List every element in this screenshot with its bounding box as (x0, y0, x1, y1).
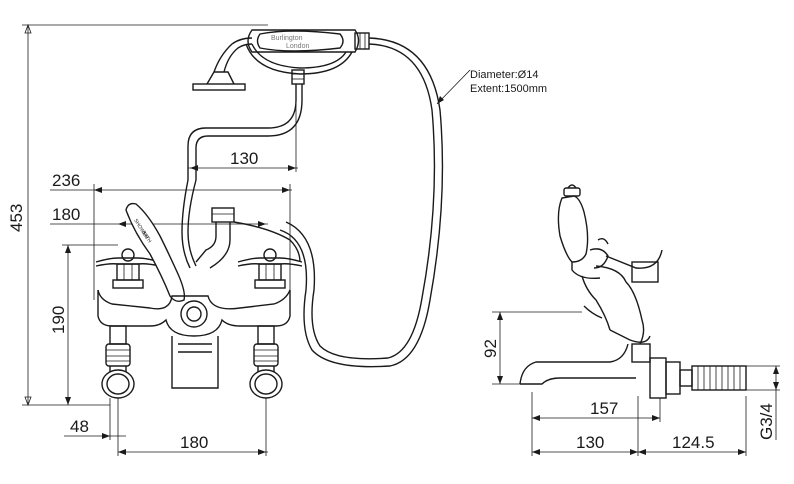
dimension-side-157: 157 (531, 392, 661, 456)
width-236-label: 236 (52, 171, 80, 190)
hose-offset-label: 130 (230, 149, 258, 168)
dimension-total-height: 453 (7, 23, 268, 407)
dimension-offset-48: 48 (64, 398, 126, 440)
total-height-label: 453 (7, 204, 26, 232)
dimension-width-180-top: 180 (50, 205, 268, 227)
tap-front-view: SHOWER BATH (95, 202, 303, 399)
width-180-top-label: 180 (52, 205, 80, 224)
handset-place: London (286, 43, 309, 50)
centers-180-label: 180 (180, 433, 208, 452)
hose-extent: Extent:1500mm (470, 83, 547, 95)
dimension-hose-offset: 130 (188, 90, 298, 172)
side-157-label: 157 (590, 399, 618, 418)
dimension-side-height-92: 92 (481, 311, 582, 385)
dimension-centers-180: 180 (117, 398, 268, 456)
tap-side-view (519, 184, 747, 399)
handset-brand: Burlington (271, 35, 303, 42)
dimension-height-190: 190 (49, 244, 118, 405)
hose-diameter: Diameter:Ø14 (470, 69, 538, 81)
height-190-label: 190 (49, 306, 68, 334)
shower-hose (279, 37, 444, 368)
dimension-side-bottom: 130 124.5 (532, 396, 747, 456)
thread-label: G3/4 (757, 403, 776, 440)
side-124-5-label: 124.5 (672, 433, 715, 452)
side-height-92-label: 92 (481, 339, 500, 358)
offset-48-label: 48 (70, 417, 89, 436)
dimension-thread: G3/4 (746, 365, 780, 440)
side-130-label: 130 (576, 433, 604, 452)
cradle-riser (181, 84, 303, 269)
dimension-width-236: 236 (50, 171, 292, 300)
shower-handset: Burlington London (192, 29, 370, 91)
hose-note: Diameter:Ø14 Extent:1500mm (436, 69, 547, 105)
